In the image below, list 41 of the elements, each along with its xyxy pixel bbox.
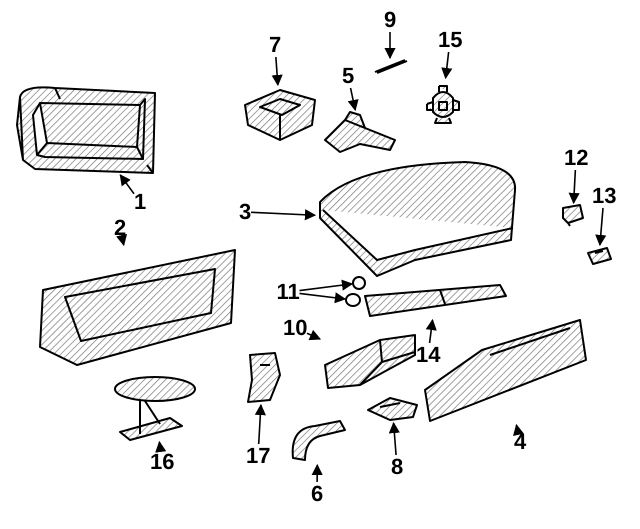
leader-line <box>513 424 524 436</box>
callout-number: 3 <box>239 200 252 224</box>
clip-drawing <box>560 203 586 227</box>
leader-line <box>155 440 166 453</box>
callout-number: 8 <box>391 455 404 479</box>
callout-number: 2 <box>114 216 126 240</box>
callout-number: 12 <box>564 146 588 170</box>
leader-line <box>250 209 316 220</box>
leader-line <box>312 464 323 482</box>
callout-number: 5 <box>342 64 354 88</box>
callout-number: 17 <box>246 444 270 468</box>
callout-number: 1 <box>134 190 146 214</box>
leader-line <box>388 422 400 456</box>
leader-line <box>426 318 437 344</box>
callout-number: 9 <box>384 8 396 32</box>
leader-line <box>306 330 322 340</box>
clip-drawing <box>585 245 613 267</box>
callout-number: 16 <box>150 450 174 474</box>
leader-line <box>272 56 283 86</box>
small-bracket-drawing <box>365 395 420 423</box>
callout-number: 4 <box>514 430 526 454</box>
bumper-drawing <box>345 293 361 307</box>
leader-line <box>120 174 135 194</box>
leader-line <box>568 170 580 204</box>
callout-number: 13 <box>592 184 616 208</box>
leader-line <box>348 88 359 112</box>
callout-number: 15 <box>438 28 462 52</box>
callout-number: 6 <box>311 482 324 506</box>
leader-line <box>116 234 128 246</box>
leader-line <box>441 52 452 80</box>
leader-line <box>384 32 396 60</box>
rod-drawing <box>372 58 408 74</box>
leader-line <box>299 280 354 292</box>
callout-number: 7 <box>269 33 282 57</box>
callout-number: 14 <box>416 343 440 367</box>
callout-number: 10 <box>283 316 308 340</box>
screw-drawing <box>352 276 366 290</box>
callout-number: 11 <box>276 280 300 304</box>
leader-line <box>595 208 606 246</box>
leader-line <box>299 292 346 304</box>
leader-line <box>254 404 266 444</box>
